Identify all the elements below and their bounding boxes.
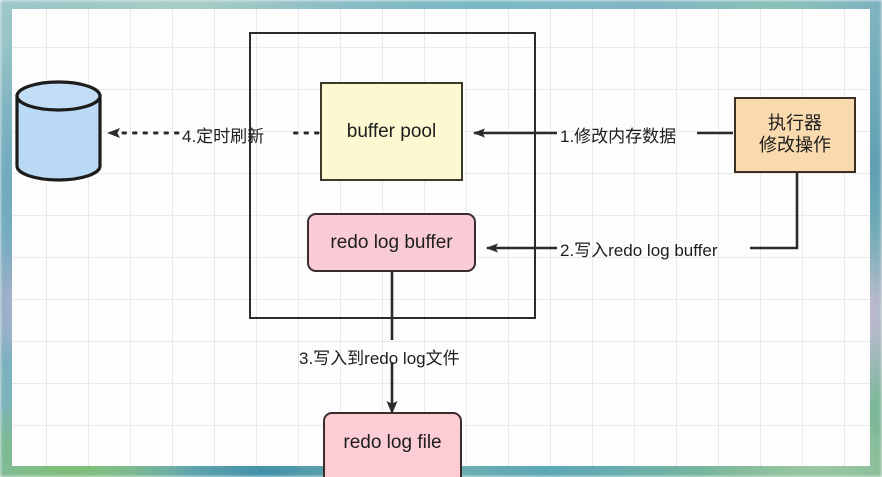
node-redo-log-buffer[interactable]: redo log buffer [307,213,476,272]
edge-label-modify-memory-data: 1.修改内存数据 [560,127,677,146]
edge-label-periodic-flush: 4.定时刷新 [182,127,265,146]
edge-label-write-to-redo-log-file: 3.写入到redo log文件 [299,349,460,368]
node-buffer-pool[interactable]: buffer pool [320,82,463,181]
node-redo-log-file[interactable]: redo log file [323,412,462,477]
edge-label-write-redo-log-buffer: 2.写入redo log buffer [560,241,718,260]
node-executor[interactable]: 执行器 修改操作 [734,97,856,173]
executor-label-line1: 执行器 [768,113,822,134]
database-cylinder [15,80,102,182]
executor-label-line2: 修改操作 [759,135,831,155]
edge-2-write-redo-log-buffer [486,173,799,253]
innodb-memory-container [249,32,536,319]
